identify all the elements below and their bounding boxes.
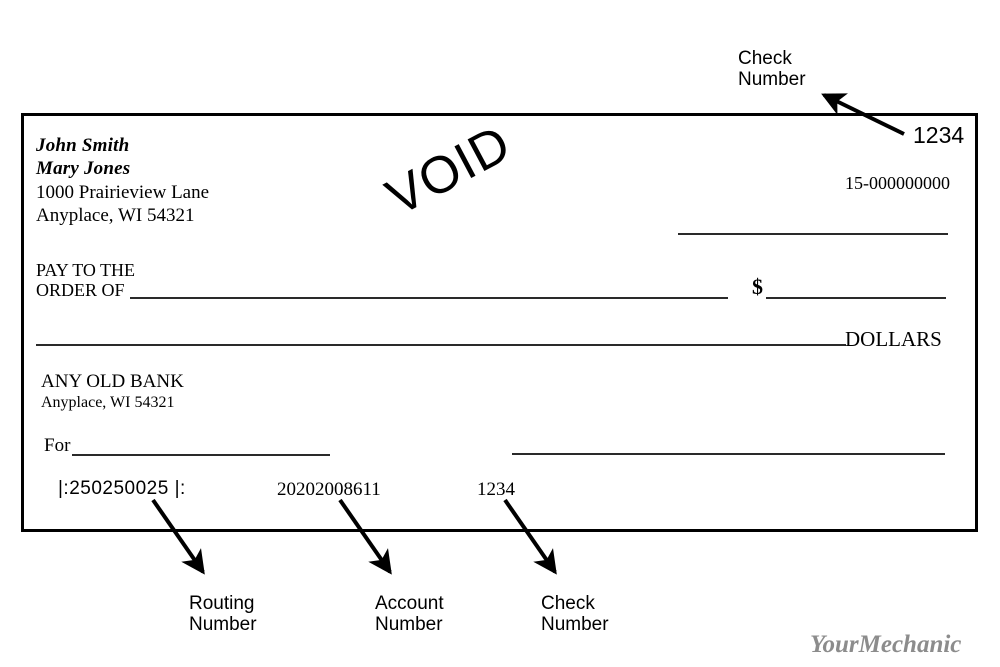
fractional-routing-code: 15-000000000 [845, 173, 950, 193]
micr-account-number: 20202008611 [277, 479, 381, 500]
memo-label: For [44, 435, 71, 456]
payer-name-line-1: John Smith [36, 135, 130, 156]
callout-check-number-bottom: Check Number [541, 593, 609, 635]
payer-street-address: 1000 Prairieview Lane [36, 182, 210, 203]
bank-city-state-zip: Anyplace, WI 54321 [41, 394, 175, 411]
pay-to-the-label: PAY TO THE [36, 260, 136, 280]
callout-check-number-top-line-2: Number [738, 69, 806, 90]
yourmechanic-logo: YourMechanic [810, 631, 961, 658]
callout-account-number-line-2: Number [375, 614, 443, 635]
memo-line [72, 454, 330, 456]
payer-name-line-2: Mary Jones [36, 158, 131, 179]
callout-routing-number: Routing Number [189, 593, 257, 635]
check-body [21, 113, 978, 532]
callout-check-number-top: Check Number [738, 48, 806, 90]
yourmechanic-logo-text: YourMechanic [810, 631, 961, 658]
callout-routing-number-line-2: Number [189, 614, 257, 635]
micr-routing-number: |:250250025 |: [58, 478, 186, 499]
callout-account-number: Account Number [375, 593, 444, 635]
order-of-label: ORDER OF [36, 280, 125, 300]
amount-box-line [766, 297, 946, 299]
payer-city-state-zip: Anyplace, WI 54321 [36, 205, 195, 226]
callout-routing-number-line-1: Routing [189, 593, 255, 614]
dollars-label: DOLLARS [845, 327, 942, 351]
written-amount-line [36, 344, 846, 346]
callout-check-number-top-line-1: Check [738, 48, 792, 69]
micr-check-number: 1234 [477, 479, 515, 500]
payee-line [130, 297, 728, 299]
bank-name: ANY OLD BANK [41, 371, 184, 392]
check-number-value: 1234 [913, 122, 965, 148]
callout-account-number-line-1: Account [375, 593, 444, 614]
callout-check-number-bottom-line-1: Check [541, 593, 595, 614]
dollar-sign: $ [752, 274, 763, 299]
signature-line [512, 453, 945, 455]
callout-check-number-bottom-line-2: Number [541, 614, 609, 635]
date-line [678, 233, 948, 235]
